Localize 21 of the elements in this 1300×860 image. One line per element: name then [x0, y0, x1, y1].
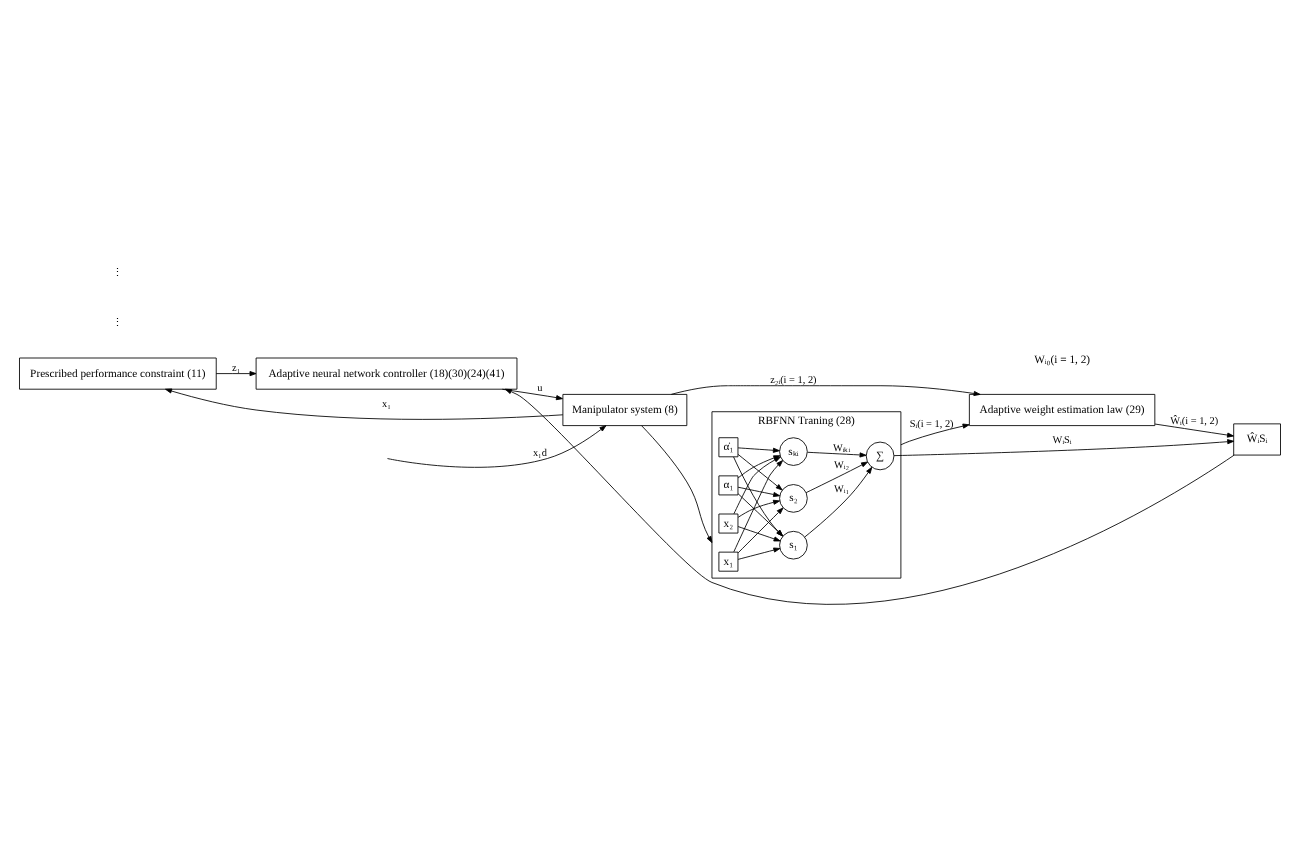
arrow	[641, 424, 713, 543]
arrow	[804, 465, 873, 537]
arrow	[733, 459, 784, 552]
arrow	[504, 387, 1235, 604]
arrow	[1154, 422, 1234, 437]
arrow	[737, 498, 781, 517]
arrow	[737, 525, 781, 541]
arrow	[737, 546, 781, 559]
arrow	[893, 438, 1235, 456]
arrow	[807, 450, 867, 457]
arrow	[387, 424, 607, 467]
arrow	[737, 485, 781, 497]
arrow	[737, 506, 784, 553]
arrow	[737, 446, 780, 452]
arrow	[805, 460, 868, 493]
arrow	[215, 370, 257, 376]
arrow	[737, 492, 784, 536]
arrow	[900, 422, 970, 445]
arrow	[501, 387, 563, 400]
arrow	[165, 387, 564, 419]
arrow	[670, 384, 981, 396]
